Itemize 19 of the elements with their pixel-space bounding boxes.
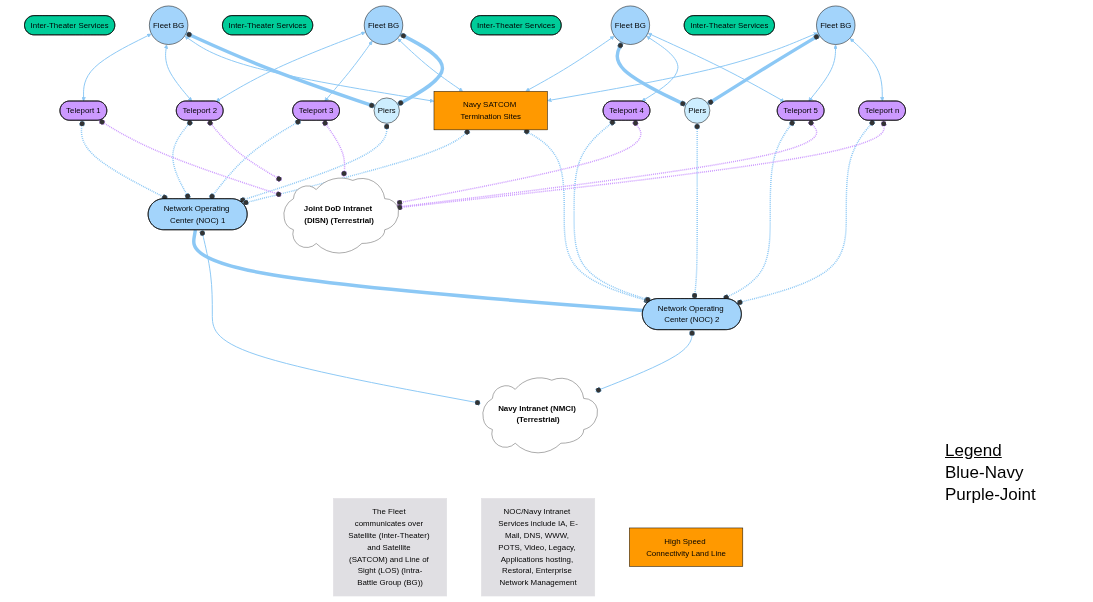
legend-entry: Blue-Navy — [945, 462, 1025, 484]
connector — [691, 122, 701, 300]
legend-entry: Purple-Joint — [945, 484, 1036, 506]
connector — [209, 119, 302, 200]
connector — [172, 119, 193, 200]
connector — [736, 119, 876, 306]
legend-heading: Legend — [945, 440, 1003, 462]
connector — [192, 229, 644, 313]
connector — [707, 33, 821, 106]
connector — [395, 119, 642, 206]
connector — [242, 129, 471, 206]
connector — [615, 41, 687, 107]
connector — [722, 119, 796, 301]
connector — [207, 119, 283, 182]
connector — [397, 32, 445, 106]
connector — [238, 122, 390, 203]
connector — [573, 119, 652, 303]
connector — [98, 119, 283, 198]
connector — [322, 119, 347, 178]
